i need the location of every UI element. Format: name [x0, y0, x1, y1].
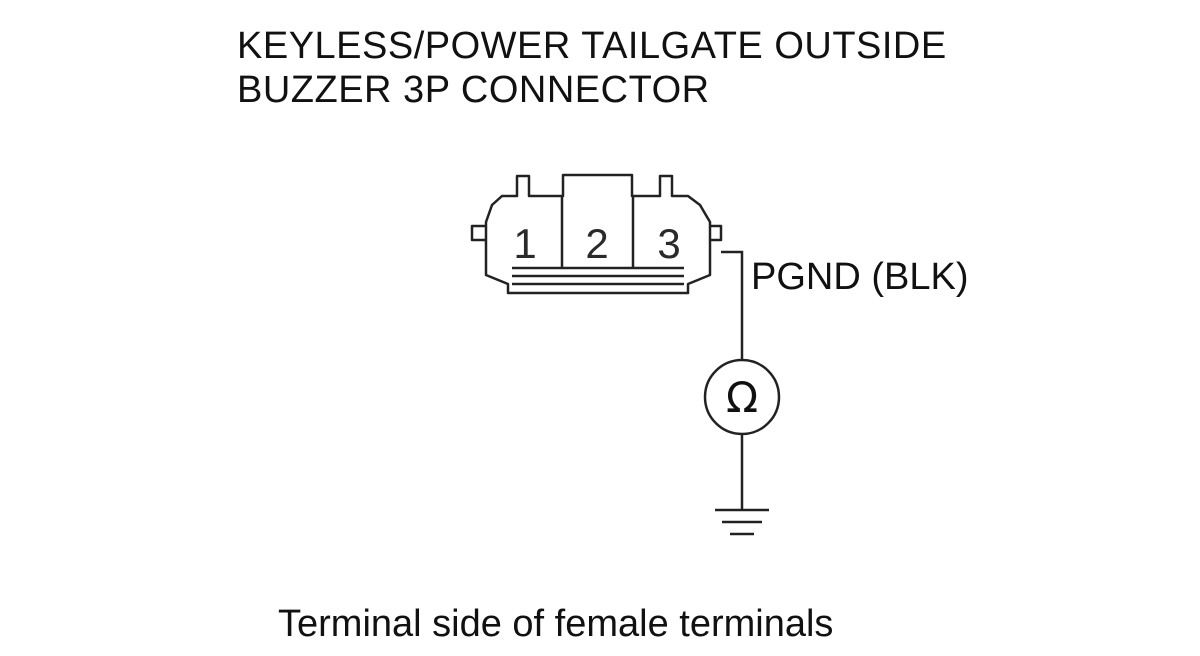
- diagram-title-line-2: BUZZER 3P CONNECTOR: [237, 69, 710, 111]
- diagram-caption: Terminal side of female terminals: [278, 603, 834, 645]
- connector-left-tab: [470, 224, 486, 242]
- pin-number-3: 3: [657, 220, 680, 267]
- diagram-title-line-1: KEYLESS/POWER TAILGATE OUTSIDE: [237, 25, 947, 67]
- wire-label-pgnd: PGND (BLK): [751, 256, 969, 298]
- ohmmeter-icon: Ω: [726, 373, 758, 422]
- connector-housing: [484, 173, 712, 295]
- pin-number-2: 2: [585, 220, 608, 267]
- connector-right-tab: [710, 224, 723, 242]
- pgnd-wire: [721, 250, 744, 360]
- pin-number-1: 1: [513, 220, 536, 267]
